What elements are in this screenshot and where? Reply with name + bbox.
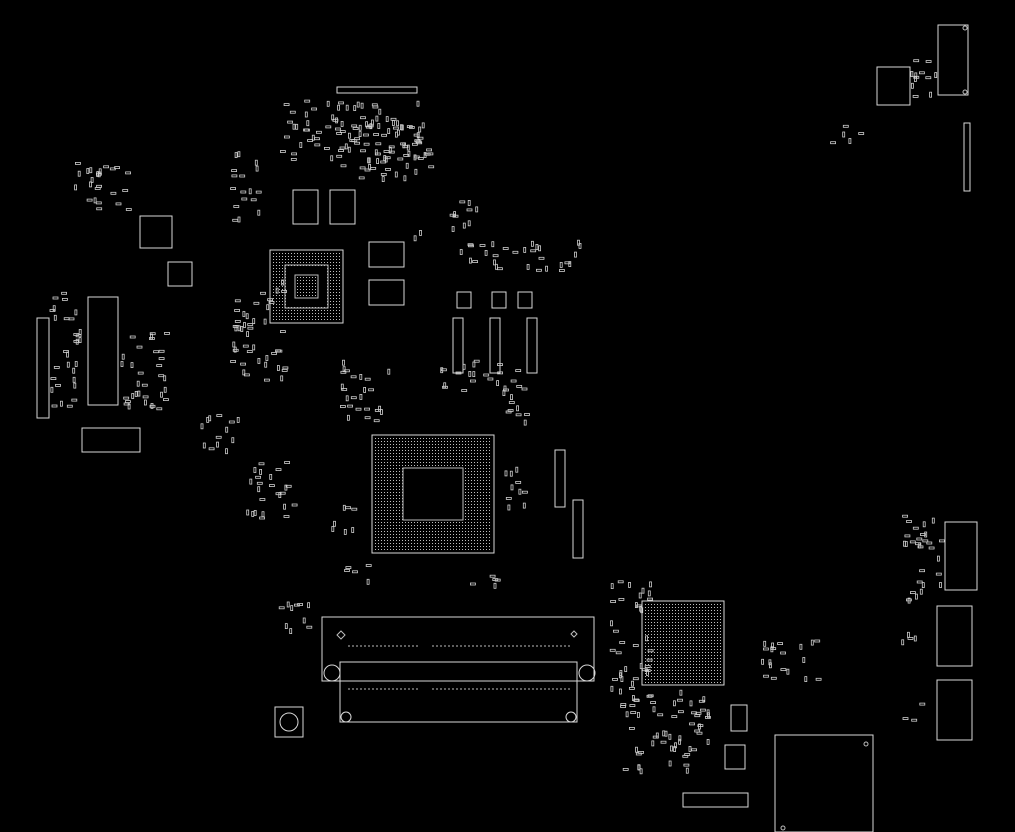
usb-port-2: [944, 521, 978, 591]
inductor-row: [456, 291, 533, 309]
usb-port-1: [937, 24, 969, 96]
southbridge-ball-grid: [645, 604, 721, 683]
left-square-chip: [139, 215, 173, 249]
left-tall-connector: [87, 296, 119, 406]
smd-components: [49, 59, 945, 775]
usb-port-4: [936, 679, 973, 741]
ram-chip-2: [329, 189, 356, 225]
regulator-column-3: [526, 317, 538, 374]
small-ic-1: [730, 704, 748, 732]
square-module-top-right: [876, 66, 911, 106]
dimm-slot-1: [321, 616, 595, 682]
left-lower-connector: [81, 427, 141, 453]
northbridge-bga: [269, 249, 344, 324]
small-ic-2: [724, 744, 746, 770]
cpu-ball-grid: [375, 438, 490, 550]
bottom-connector: [682, 792, 749, 808]
regulator-column-5: [572, 499, 584, 559]
southbridge-bga: [641, 600, 725, 686]
ram-chip-4: [368, 279, 405, 306]
left-edge-connector: [36, 317, 50, 419]
regulator-column-4: [554, 449, 566, 508]
side-connector-top: [963, 122, 971, 192]
left-small-square: [167, 261, 193, 287]
card-slot: [774, 734, 874, 832]
regulator-column-1: [452, 317, 464, 374]
usb-port-3: [936, 605, 973, 667]
ram-chip-3: [368, 241, 405, 268]
round-buzzer: [274, 706, 304, 738]
top-header-connector: [336, 86, 418, 94]
ram-chip-1: [292, 189, 319, 225]
cpu-socket-bga: [371, 434, 495, 554]
dimm-slot-2: [323, 661, 596, 723]
northbridge-ball-grid: [273, 253, 340, 320]
regulator-column-2: [489, 317, 501, 374]
